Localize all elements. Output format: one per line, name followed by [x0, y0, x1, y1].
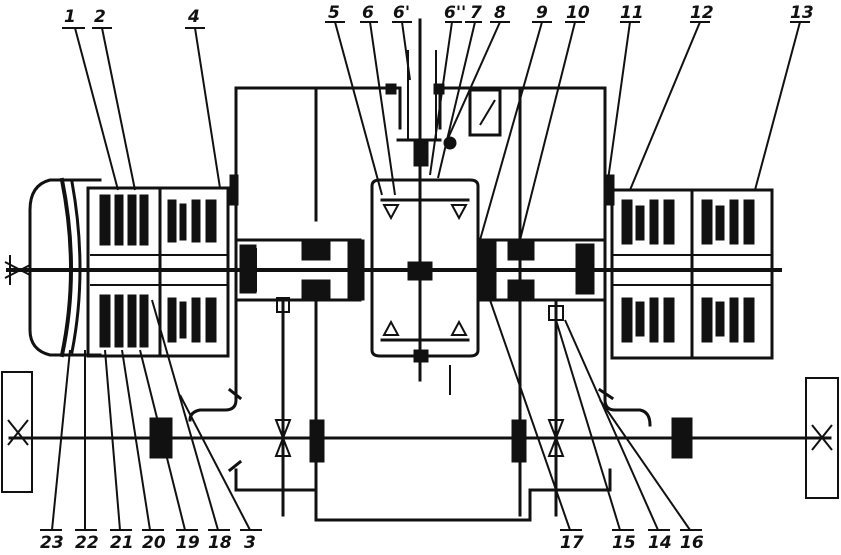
label-22: 22	[75, 533, 99, 553]
label-9: 9	[536, 3, 548, 23]
label-19: 19	[176, 533, 200, 553]
label-6-double-prime: 6''	[444, 3, 466, 23]
label-10: 10	[566, 3, 590, 23]
label-6-prime: 6'	[393, 3, 410, 23]
label-6: 6	[362, 3, 374, 23]
label-11: 11	[620, 3, 644, 23]
right-clutch-packs	[229, 174, 774, 360]
label-7: 7	[470, 3, 482, 23]
label-23: 23	[40, 533, 64, 553]
label-5: 5	[328, 3, 340, 23]
gearbox-housing-right	[476, 86, 693, 517]
label-1: 1	[64, 7, 76, 27]
label-2: 2	[94, 7, 106, 27]
label-17: 17	[560, 533, 584, 553]
central-differential	[370, 18, 480, 395]
left-wheel	[1, 371, 33, 493]
label-14: 14	[648, 533, 672, 553]
label-13: 13	[790, 3, 814, 23]
label-12: 12	[690, 3, 714, 23]
label-21: 21	[110, 533, 134, 553]
part-labels: 1 2 4 5 6 6' 6'' 7 8 9 10 11 12 13 23 22…	[40, 3, 814, 553]
label-20: 20	[142, 533, 166, 553]
label-15: 15	[612, 533, 636, 553]
label-3: 3	[244, 533, 256, 553]
label-4: 4	[187, 7, 200, 27]
flywheel-housing	[4, 177, 102, 358]
leader-lines	[40, 21, 810, 531]
label-16: 16	[680, 533, 704, 553]
label-8: 8	[494, 3, 506, 23]
label-18: 18	[208, 533, 232, 553]
